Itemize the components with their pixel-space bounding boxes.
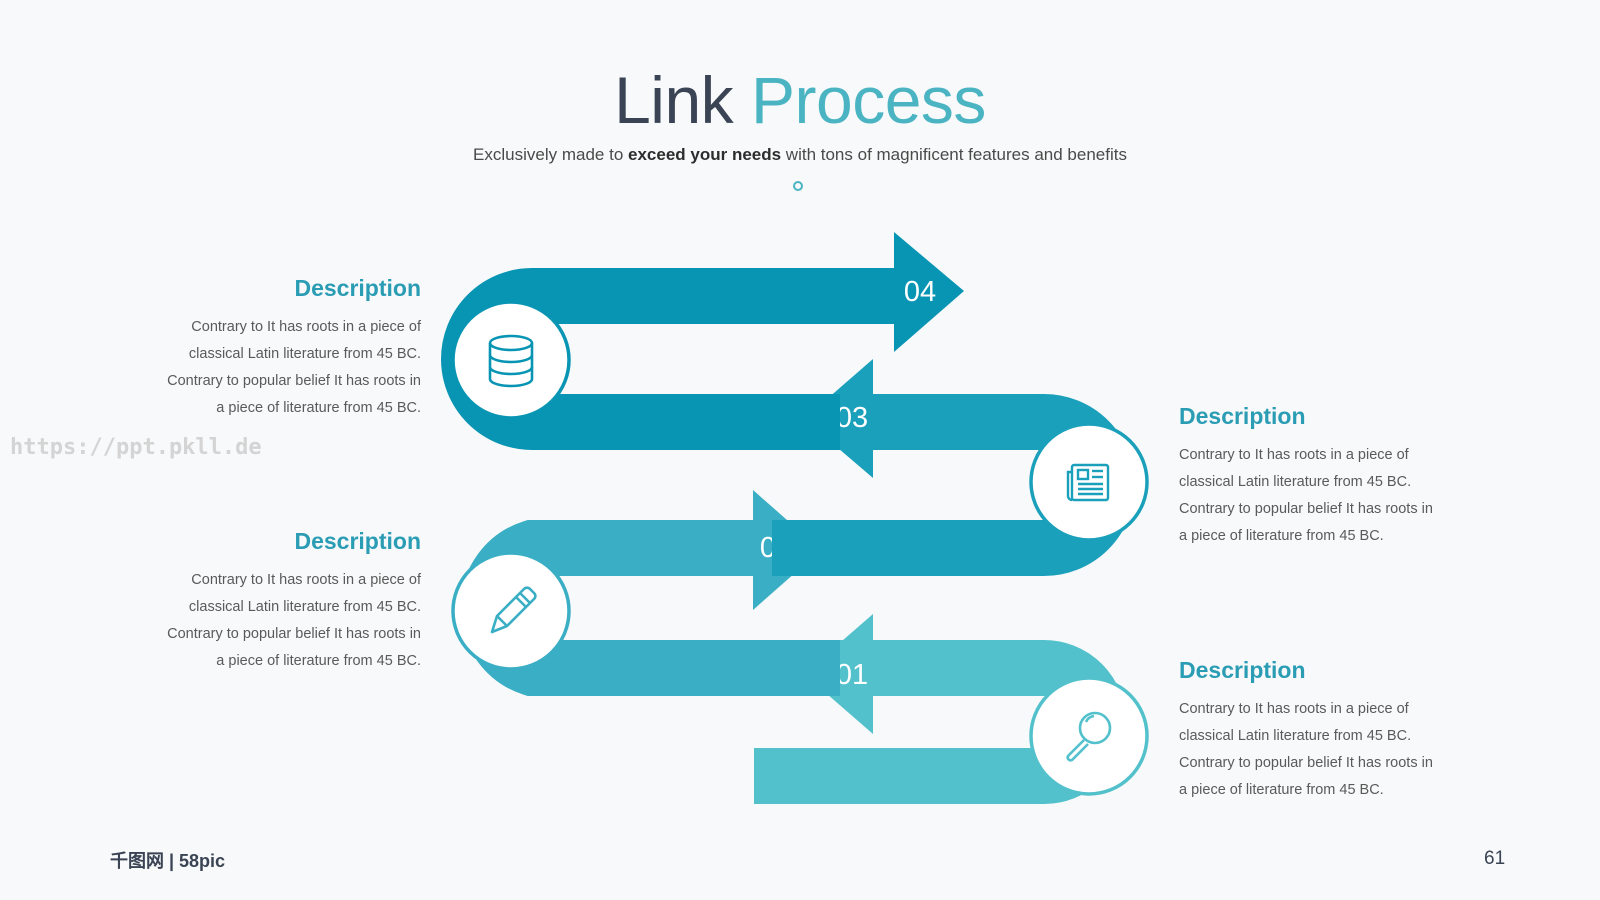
arrow-head-04 xyxy=(894,232,964,352)
newspaper-icon xyxy=(1066,463,1110,502)
description-block-03: Description Contrary to It has roots in … xyxy=(1179,403,1449,550)
pencil-icon xyxy=(490,586,537,634)
description-line: classical Latin literature from 45 BC. xyxy=(1179,474,1412,490)
description-text: Contrary to It has roots in a piece of c… xyxy=(1179,442,1449,550)
slide-subtitle: Exclusively made to exceed your needs wi… xyxy=(0,145,1600,165)
step-number-01: 01 xyxy=(836,659,868,691)
brand-logo: 千图网 | 58pic xyxy=(110,851,226,871)
description-block-01: Description Contrary to It has roots in … xyxy=(1179,657,1449,804)
subtitle-pre: Exclusively made to xyxy=(473,145,628,164)
description-text: Contrary to It has roots in a piece of c… xyxy=(156,567,421,675)
step-number-03: 03 xyxy=(836,402,868,434)
description-line: classical Latin literature from 45 BC. xyxy=(188,346,421,362)
subtitle-post: with tons of magnificent features and be… xyxy=(781,145,1127,164)
description-title: Description xyxy=(294,275,421,301)
watermark-url: https://ppt.pkll.de xyxy=(10,435,262,460)
description-line: a piece of literature from 45 BC. xyxy=(1179,528,1384,544)
database-icon xyxy=(488,334,534,388)
description-text: Contrary to It has roots in a piece of c… xyxy=(156,314,421,422)
description-title: Description xyxy=(1179,403,1306,429)
description-line: classical Latin literature from 45 BC. xyxy=(1179,728,1412,744)
description-line: a piece of literature from 45 BC. xyxy=(1179,782,1384,798)
icon-circle-database xyxy=(451,300,571,420)
description-block-02: Description Contrary to It has roots in … xyxy=(156,528,421,675)
description-line: Contrary to popular belief It has roots … xyxy=(1179,501,1433,517)
icon-circle-search xyxy=(1029,676,1149,796)
description-line: Contrary to It has roots in a piece of xyxy=(1179,701,1409,717)
description-line: classical Latin literature from 45 BC. xyxy=(188,599,421,615)
description-title: Description xyxy=(294,528,421,554)
description-line: a piece of literature from 45 BC. xyxy=(216,653,421,669)
description-line: Contrary to It has roots in a piece of xyxy=(191,572,421,588)
title-word-link: Link xyxy=(614,63,734,137)
description-title: Description xyxy=(1179,657,1306,683)
description-line: Contrary to It has roots in a piece of xyxy=(1179,447,1409,463)
search-icon xyxy=(1066,711,1112,762)
step-number-04: 04 xyxy=(904,276,936,308)
description-text: Contrary to It has roots in a piece of c… xyxy=(1179,696,1449,804)
description-block-04: Description Contrary to It has roots in … xyxy=(156,275,421,422)
subtitle-bold: exceed your needs xyxy=(628,145,782,164)
description-line: Contrary to popular belief It has roots … xyxy=(167,626,421,642)
description-line: Contrary to It has roots in a piece of xyxy=(191,319,421,335)
description-line: a piece of literature from 45 BC. xyxy=(216,400,421,416)
title-word-process: Process xyxy=(751,63,986,137)
icon-circle-pencil xyxy=(451,551,571,671)
description-line: Contrary to popular belief It has roots … xyxy=(1179,755,1433,771)
description-line: Contrary to popular belief It has roots … xyxy=(167,373,421,389)
page-number: 61 xyxy=(1484,848,1506,869)
title-divider-dot xyxy=(793,181,803,191)
icon-circle-newspaper xyxy=(1029,422,1149,542)
slide-title: Link Process xyxy=(0,62,1600,138)
